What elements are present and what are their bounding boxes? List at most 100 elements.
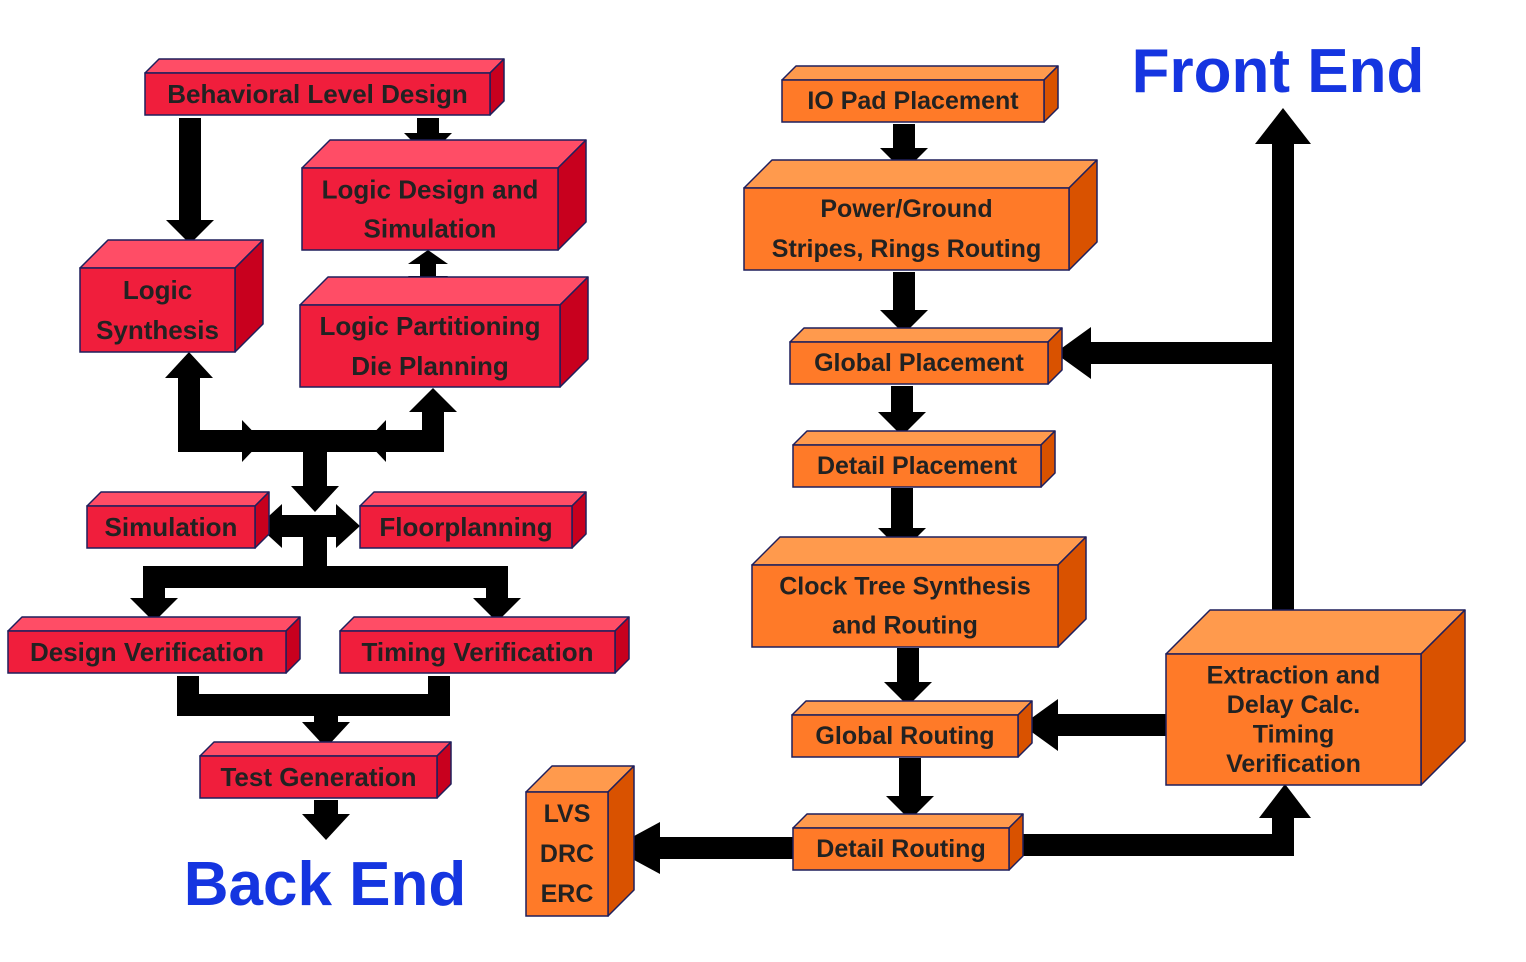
box-label-line: Stripes, Rings Routing [772,235,1041,263]
arrow-global-to-detail-placement [891,386,913,412]
arrow-head-back-end [302,814,350,840]
arrow-head-design-verification [130,598,178,622]
box-label-line: Delay Calc. [1227,691,1360,719]
box-global-placement: Global Placement [789,327,1063,385]
box-front-face [792,444,1042,488]
box-design-verification: Design Verification [7,616,301,674]
box-behavioral: Behavioral Level Design [144,58,505,116]
box-top-face [359,491,587,507]
connector-feedback-placement [1090,342,1294,364]
box-global-routing: Global Routing [791,700,1033,758]
box-top-face [299,276,589,306]
arrow-head-timing-verification [473,598,521,622]
box-timing-verification: Timing Verification [339,616,630,674]
box-label-line: Synthesis [96,315,219,345]
box-front-face [743,187,1070,271]
arrow-behavioral-to-synthesis [179,118,201,220]
box-top-face [751,536,1087,566]
box-front-face [144,72,491,116]
connector-detail-routing-right [1014,834,1294,856]
front-end-title: Front End [1132,37,1425,106]
box-detail-placement: Detail Placement [792,430,1056,488]
connector-to-extraction [1272,818,1294,856]
box-top-face [79,239,264,269]
box-detail-routing: Detail Routing [792,813,1024,871]
connector-to-lvs [660,837,795,859]
arrow-head-test [302,722,350,748]
box-label-line: Design Verification [30,637,264,667]
box-label-line: Floorplanning [379,512,552,542]
connector-extraction-up [1272,140,1294,638]
connector-feedback-routing [1058,714,1170,736]
box-top-face [339,616,630,632]
box-label-line: LVS [544,800,591,828]
connector-u-bottom [178,430,444,452]
box-side-face [607,765,635,917]
box-simulation: Simulation [86,491,270,549]
arrow-head-hub [291,486,339,512]
box-front-face [1165,653,1422,786]
box-front-face [751,564,1059,648]
box-label-line: Behavioral Level Design [167,79,468,109]
box-front-face [299,304,561,388]
box-label-line: Die Planning [351,351,508,381]
box-label-line: Test Generation [220,762,416,792]
arrow-behavioral-to-logic-design [417,118,439,133]
box-label-line: Detail Placement [817,452,1018,480]
box-front-face [789,341,1049,385]
arrow-clock-to-global-routing-head [884,682,932,706]
box-label-line: Simulation [364,214,497,244]
box-label-line: Logic Partitioning [320,311,541,341]
arrow-power-to-global-placement-head [880,310,928,334]
box-front-face [791,714,1019,758]
box-top-face [791,700,1033,716]
arrow-head-simulation [258,504,282,548]
arrow-head-lvs [612,822,660,874]
connector-to-test [314,694,338,724]
box-label-line: IO Pad Placement [807,87,1019,115]
arrow-head-up-design [408,250,448,264]
connector-design-leg [143,566,165,600]
connector-timing-leg [486,566,508,600]
box-label-line: Simulation [105,512,238,542]
box-front-face [86,505,256,549]
box-front-face [359,505,573,549]
box-top-face [792,813,1024,829]
box-label-line: and Routing [832,612,978,640]
box-top-face [781,65,1059,81]
barb-right [366,420,386,462]
box-front-face [781,79,1045,123]
arrow-head-global-placement [1055,327,1091,379]
arrow-global-to-detail-placement-head [878,412,926,436]
box-test-generation: Test Generation [199,741,452,799]
box-label-line: Extraction and [1207,661,1381,689]
box-label-line: Logic [123,275,192,305]
back-end-title: Back End [184,850,467,919]
box-label-line: Global Routing [815,722,994,750]
connector-verification-bar [143,566,508,588]
box-front-face [7,630,287,674]
box-top-face [1165,609,1466,655]
box-label-line: Verification [1226,750,1361,778]
box-front-face [525,791,609,917]
box-front-face [79,267,236,353]
arrow-head-floorplanning [336,504,360,548]
box-label-line: Timing Verification [361,637,593,667]
arrows-layer [130,108,1311,874]
box-top-face [199,741,452,757]
connector-sim-floor [282,515,336,537]
box-label-line: Detail Routing [816,835,985,863]
box-top-face [792,430,1056,446]
arrow-power-to-global-placement [893,272,915,310]
box-label-line: Power/Ground [820,195,992,223]
arrow-global-to-detail-routing-head [886,796,934,820]
box-front-face [301,167,559,251]
